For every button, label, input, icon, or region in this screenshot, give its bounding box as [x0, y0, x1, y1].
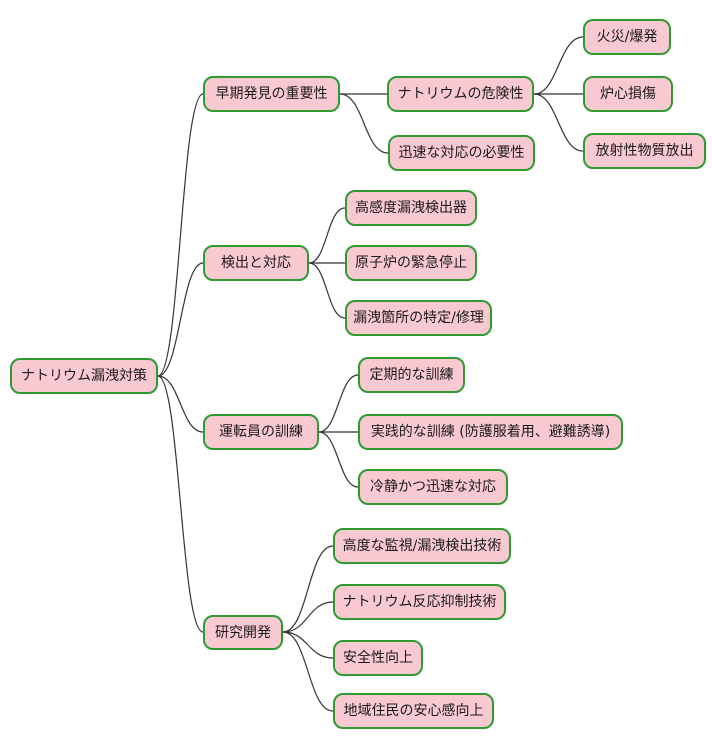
node-radioactive-release: 放射性物質放出 — [583, 133, 706, 169]
edge-branch4-child4 — [282, 631, 334, 712]
edge-danger-child1 — [533, 36, 584, 95]
node-early-detection-importance: 早期発見の重要性 — [203, 76, 340, 112]
edge-root-branch2 — [157, 262, 204, 377]
node-safety-improvement: 安全性向上 — [333, 640, 423, 676]
node-core-damage: 炉心損傷 — [583, 76, 673, 112]
edge-branch4-child3 — [282, 631, 334, 659]
edge-branch4-child1 — [282, 545, 334, 633]
edge-branch2-child3 — [308, 262, 346, 319]
node-practical-training: 実践的な訓練 (防護服着用、避難誘導) — [358, 414, 623, 450]
edge-branch2-child1 — [308, 207, 346, 264]
node-research-development: 研究開発 — [203, 615, 283, 650]
node-reactor-emergency-shutdown: 原子炉の緊急停止 — [345, 245, 477, 281]
edge-danger-child3 — [533, 93, 584, 152]
edge-branch3-child1 — [318, 374, 359, 433]
edge-root-branch4 — [157, 375, 204, 633]
edge-branch4-child2 — [282, 601, 334, 633]
node-calm-rapid-response: 冷静かつ迅速な対応 — [358, 469, 508, 505]
node-operator-training: 運転員の訓練 — [203, 414, 319, 450]
node-high-sensitivity-leak-detector: 高感度漏洩検出器 — [345, 190, 477, 226]
node-regular-training: 定期的な訓練 — [358, 357, 465, 393]
edge-root-branch1 — [157, 93, 204, 377]
edge-branch1-child2 — [339, 93, 389, 154]
node-fire-explosion: 火災/爆発 — [583, 19, 671, 55]
node-sodium-reaction-suppression-tech: ナトリウム反応抑制技術 — [333, 584, 506, 620]
node-detection-response: 検出と対応 — [203, 245, 309, 281]
node-sodium-danger: ナトリウムの危険性 — [387, 76, 534, 112]
node-community-reassurance: 地域住民の安心感向上 — [333, 693, 494, 729]
node-rapid-response-necessity: 迅速な対応の必要性 — [388, 135, 535, 171]
node-leak-location-repair: 漏洩箇所の特定/修理 — [345, 300, 492, 336]
edge-branch3-child3 — [318, 431, 359, 488]
edge-root-branch3 — [157, 375, 204, 433]
node-advanced-monitoring-leak-detection-tech: 高度な監視/漏洩検出技術 — [333, 528, 511, 564]
node-root: ナトリウム漏洩対策 — [10, 358, 158, 394]
